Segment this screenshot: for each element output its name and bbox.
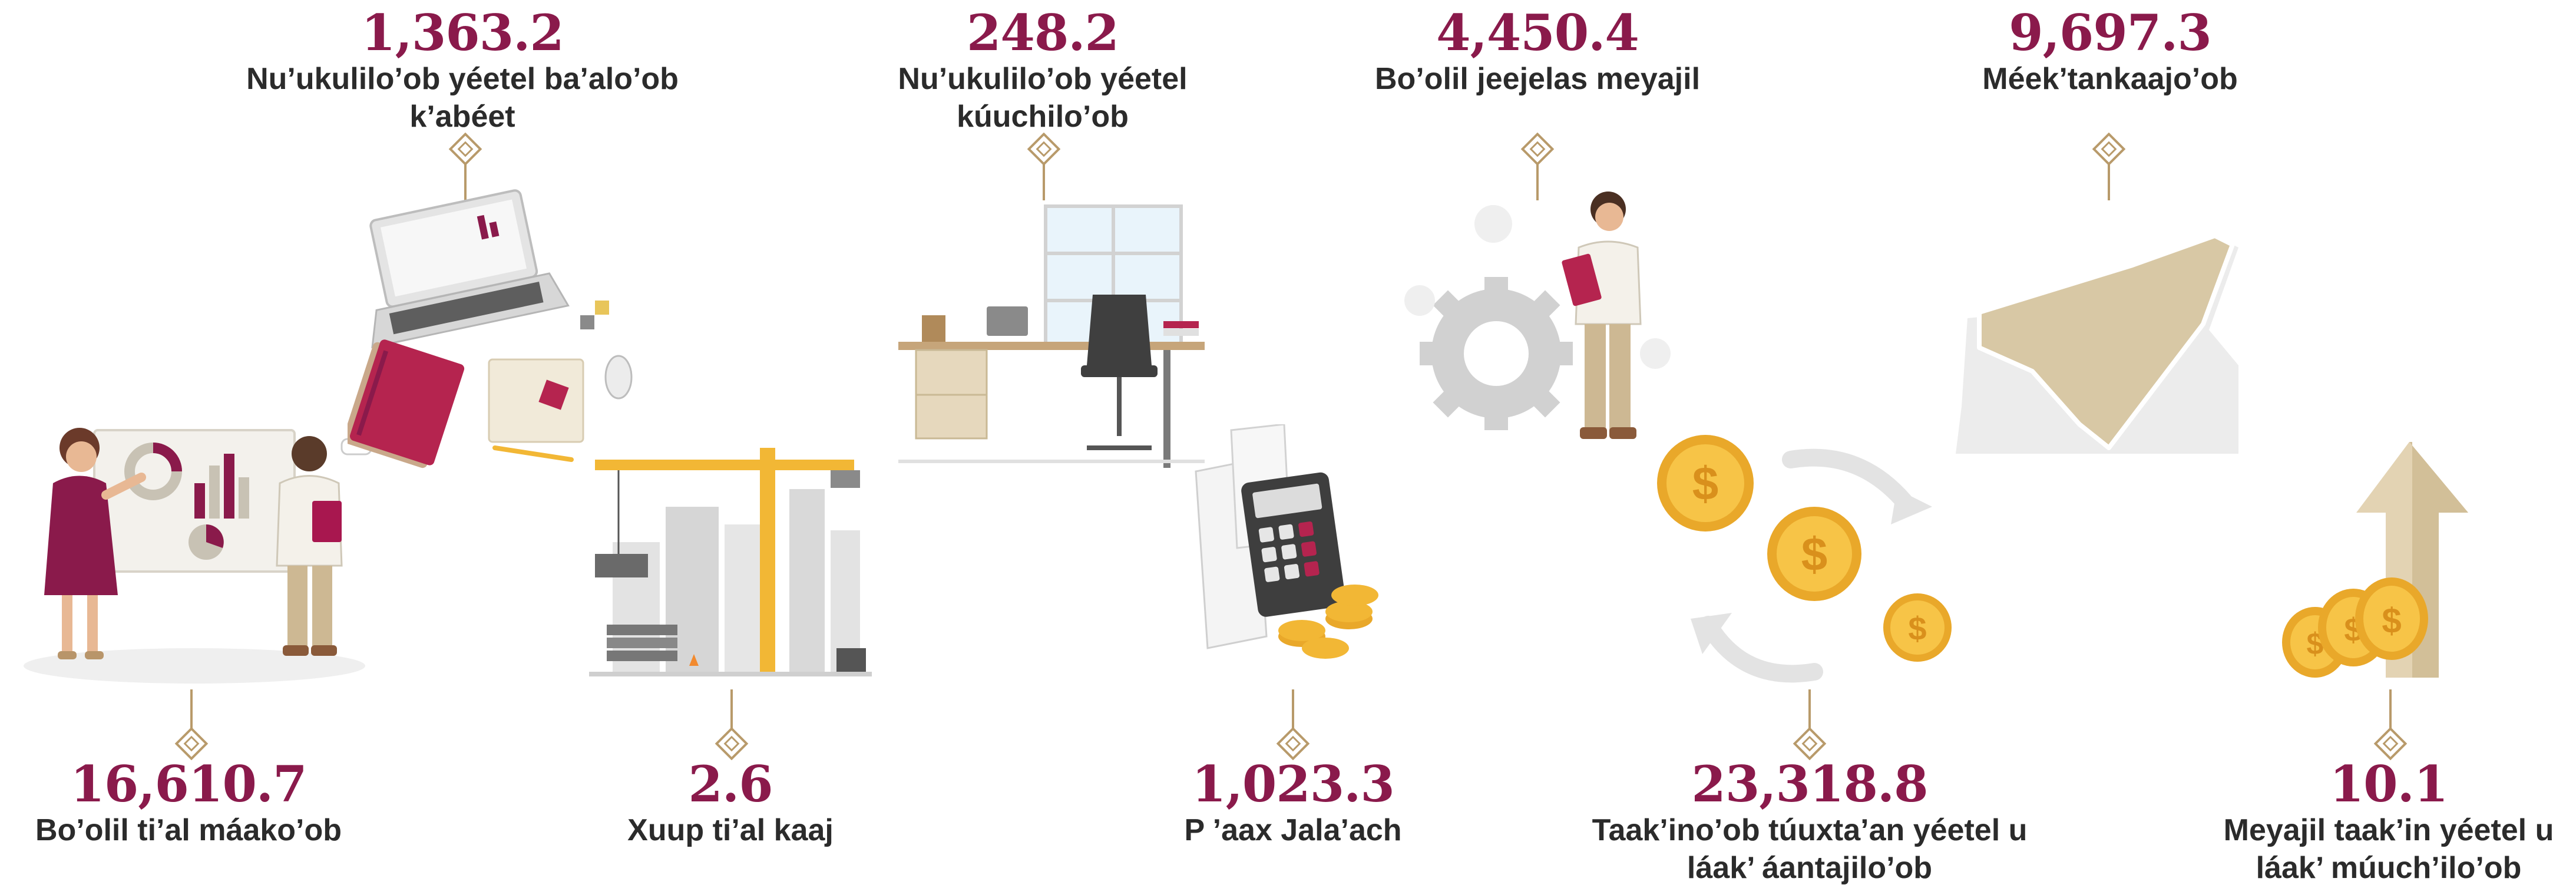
diamond-marker-icon [2373,689,2408,760]
stat-value: 248.2 [966,4,1119,62]
stat-caption-line2: k’abéet [409,100,515,134]
stat-value: 4,450.4 [1436,4,1639,62]
diamond-marker-icon [2092,133,2126,200]
stat-caption-line1: Méek’tankaajo’ob [1982,62,2238,96]
stat-caption-line2: láak’ áantajilo’ob [1687,851,1933,885]
stat-value: 10.1 [2329,755,2449,813]
stat-public-works: 2.6 Xuup ti’al kaaj [465,757,996,849]
diamond-marker-icon [1793,689,1827,760]
office-supplies-icon [348,189,633,468]
stat-caption-line1: Bo’olil ti’al máako’ob [35,813,342,847]
diamond-marker-icon [1027,133,1061,200]
stat-transfers-assignments: 23,318.8 Taak’ino’ob túuxta’an yéetel u … [1545,757,2075,887]
stat-caption-line2: láak’ múuch’ilo’ob [2256,851,2522,885]
stat-caption-line1: Bo’olil jeejelas meyajil [1374,62,1701,96]
stat-value: 1,023.3 [1192,755,1395,813]
diamond-marker-icon [1276,689,1310,760]
diamond-marker-icon [448,133,482,200]
stat-value: 9,697.3 [2009,4,2212,62]
presentation-people-icon [24,428,372,684]
coin-cycle-icon: $ $ $ [1657,435,1952,683]
office-desk-icon [898,204,1205,468]
stat-personal-services: 16,610.7 Bo’olil ti’al máako’ob [0,757,454,849]
stat-office-supplies: 1,363.2 Nu’ukulilo’ob yéetel ba’alo’ob k… [197,6,728,136]
stat-caption-line1: Nu’ukulilo’ob yéetel [898,62,1188,96]
stat-caption-line2: kúuchilo’ob [957,100,1129,134]
stat-caption-line1: Xuup ti’al kaaj [627,813,834,847]
state-map-icon [1956,233,2238,454]
construction-crane-icon [589,448,872,676]
diamond-marker-icon [174,689,209,760]
diamond-marker-icon [1520,133,1555,200]
calculator-coins-icon [1195,424,1378,659]
stat-value: 23,318.8 [1691,755,1928,813]
stat-caption-line1: Taak’ino’ob túuxta’an yéetel u [1592,813,2028,847]
svg-text:$: $ [2382,601,2401,641]
stat-caption-line1: P ’aax Jala’ach [1184,813,1402,847]
svg-text:$: $ [1692,457,1719,510]
stat-caption-line1: Nu’ukulilo’ob yéetel ba’alo’ob [246,62,679,96]
svg-text:$: $ [1908,610,1926,647]
gear-worker-icon [1404,192,1671,439]
diamond-marker-icon [715,689,749,760]
stat-financial-investments: 10.1 Meyajil taak’in yéetel u láak’ múuc… [2124,757,2576,887]
stat-public-debt: 1,023.3 P ’aax Jala’ach [1028,757,1558,849]
stat-caption-line1: Meyajil taak’in yéetel u [2223,813,2554,847]
stat-municipalities: 9,697.3 Méek’tankaajo’ob [1845,6,2375,98]
stat-specialized-services: 4,450.4 Bo’olil jeejelas meyajil [1272,6,1803,98]
svg-text:$: $ [1801,528,1828,580]
stat-value: 16,610.7 [70,755,307,813]
stat-value: 1,363.2 [361,4,564,62]
stat-value: 2.6 [688,755,773,813]
stat-furniture: 248.2 Nu’ukulilo’ob yéetel kúuchilo’ob [778,6,1308,136]
growth-arrow-coins-icon: $ $ $ [2282,442,2468,678]
